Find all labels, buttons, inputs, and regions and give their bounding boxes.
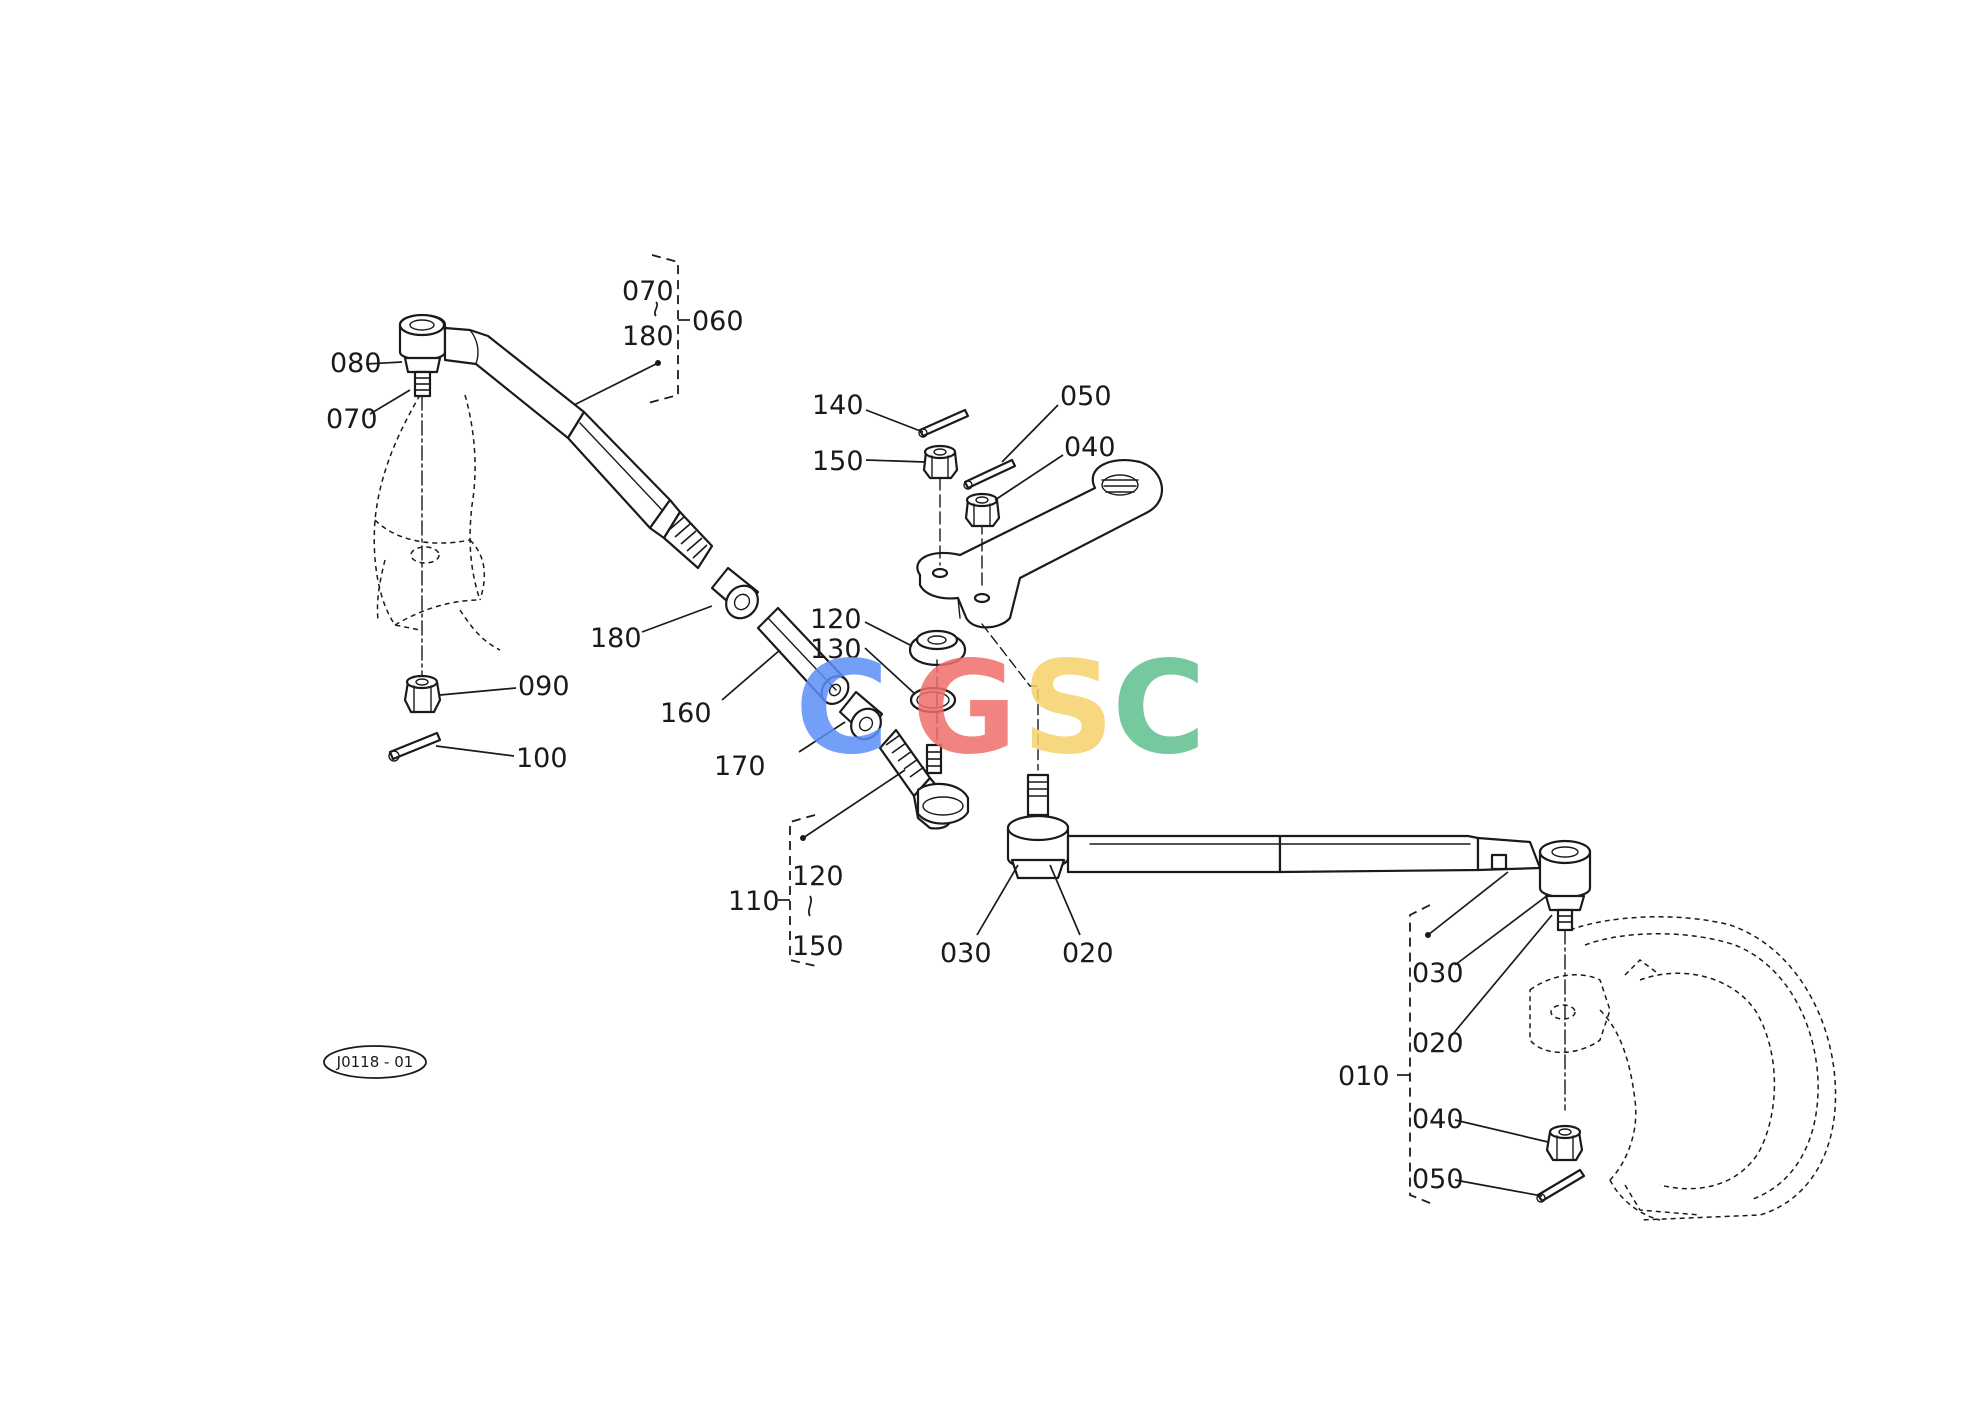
bracket-060 bbox=[647, 254, 690, 404]
left-knuckle-outline bbox=[373, 394, 501, 651]
label-180: 180 bbox=[590, 623, 642, 654]
label-130: 130 bbox=[810, 634, 862, 665]
left-tie-rod-assembly bbox=[398, 313, 714, 570]
cotter-pin-100 bbox=[388, 731, 442, 762]
castle-nut-150 bbox=[922, 444, 959, 480]
label-080: 080 bbox=[330, 348, 382, 379]
label-020-right: 020 bbox=[1412, 1028, 1464, 1059]
label-050-top: 050 bbox=[1060, 381, 1112, 412]
label-group-120: 120 bbox=[792, 861, 844, 892]
cotter-pin-140 bbox=[918, 408, 970, 438]
watermark: C G S C bbox=[795, 634, 1206, 783]
label-160: 160 bbox=[660, 698, 712, 729]
label-170: 170 bbox=[714, 751, 766, 782]
label-020-mid: 020 bbox=[1062, 938, 1114, 969]
part-labels: 070 180 060 080 070 180 160 170 090 100 … bbox=[326, 276, 1464, 1195]
left-rod-thread bbox=[662, 510, 714, 570]
castle-nut-040-top bbox=[964, 492, 1001, 528]
watermark-letter: C bbox=[795, 634, 889, 783]
label-030-mid: 030 bbox=[940, 938, 992, 969]
watermark-letter: C bbox=[1112, 634, 1206, 783]
diagram-code-badge: J0118 - 01 bbox=[323, 1045, 427, 1079]
dust-cover-120 bbox=[908, 629, 967, 667]
watermark-letter: S bbox=[1022, 634, 1114, 783]
lock-nut-170 bbox=[838, 690, 884, 741]
label-040-right: 040 bbox=[1412, 1104, 1464, 1135]
label-120: 120 bbox=[810, 604, 862, 635]
label-040-top: 040 bbox=[1064, 432, 1116, 463]
right-knuckle-outline bbox=[1529, 916, 1837, 1221]
castle-nut-090 bbox=[403, 674, 442, 714]
diagram-code: J0118 - 01 bbox=[336, 1053, 414, 1071]
bracket-110 bbox=[778, 814, 817, 967]
label-group-180: 180 bbox=[622, 321, 674, 352]
adjuster-sleeve-160 bbox=[756, 606, 850, 705]
pitman-arm bbox=[916, 458, 1163, 629]
label-050-right: 050 bbox=[1412, 1164, 1464, 1195]
label-140: 140 bbox=[812, 390, 864, 421]
label-100: 100 bbox=[516, 743, 568, 774]
castle-nut-040-right bbox=[1545, 1124, 1584, 1162]
bracket-010 bbox=[1397, 904, 1436, 1206]
label-060: 060 bbox=[692, 306, 744, 337]
right-tie-rod-assembly bbox=[1006, 773, 1592, 938]
label-030-right: 030 bbox=[1412, 958, 1464, 989]
label-010: 010 bbox=[1338, 1061, 1390, 1092]
label-group-150: 150 bbox=[792, 931, 844, 962]
label-070-left: 070 bbox=[326, 404, 378, 435]
cotter-pin-050-right bbox=[1536, 1168, 1586, 1203]
cotter-pin-050-top bbox=[963, 458, 1017, 490]
watermark-letter: G bbox=[912, 634, 1017, 783]
lock-nut-180 bbox=[710, 566, 760, 620]
leader-lines bbox=[365, 301, 1553, 1197]
label-090: 090 bbox=[518, 671, 570, 702]
snap-ring-130 bbox=[909, 686, 957, 714]
ball-joint-110 bbox=[800, 728, 970, 841]
ball-joint-head-left bbox=[398, 313, 447, 398]
label-110: 110 bbox=[728, 886, 780, 917]
label-150: 150 bbox=[812, 446, 864, 477]
label-group-070: 070 bbox=[622, 276, 674, 307]
